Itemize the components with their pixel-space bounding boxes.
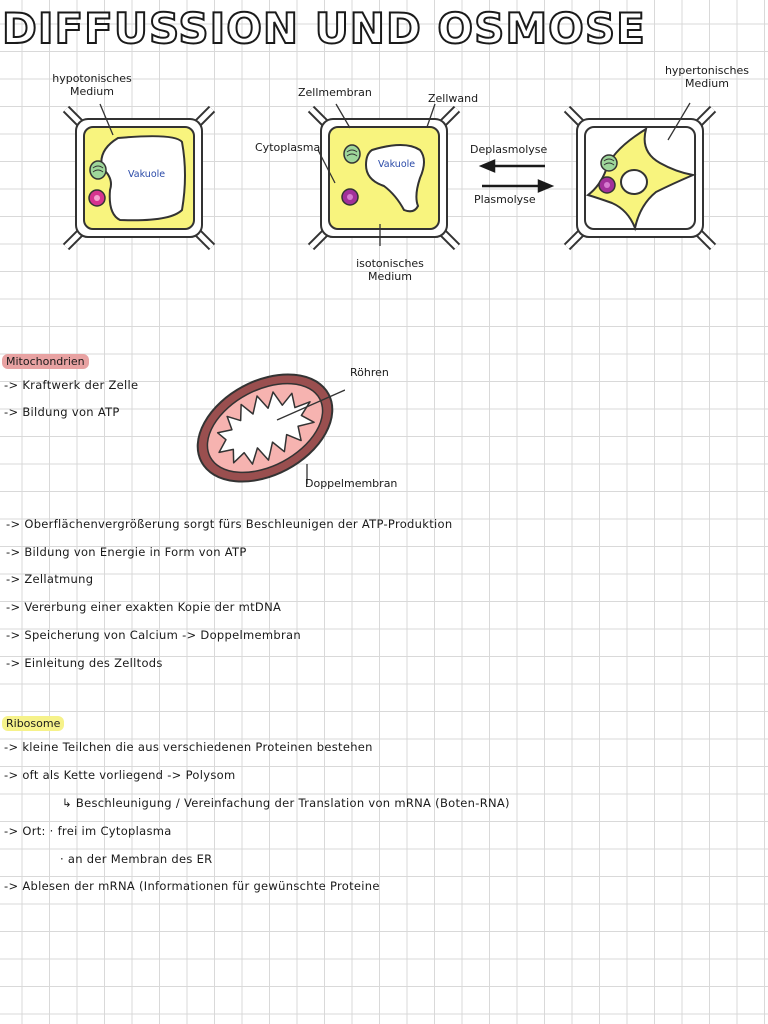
- plasmolysis-arrows: [478, 159, 555, 193]
- mitochondrion-drawing: [196, 373, 345, 484]
- mito-list-4: -> Vererbung einer exakten Kopie der mtD…: [6, 600, 282, 614]
- label-hypertonic-line2: Medium: [685, 77, 729, 90]
- ribo-line-6: -> Ablesen der mRNA (Informationen für g…: [4, 879, 380, 893]
- label-plasmolysis: Plasmolyse: [474, 193, 536, 206]
- mito-list-1: -> Oberflächenvergrößerung sorgt fürs Be…: [6, 517, 453, 531]
- mito-heading: Mitochondrien: [2, 354, 89, 369]
- ribo-line-4: -> Ort: · frei im Cytoplasma: [4, 824, 172, 838]
- cell-hypotonic: [62, 103, 216, 251]
- label-double-membrane: Doppelmembran: [305, 477, 398, 490]
- label-hypotonic-line2: Medium: [70, 85, 114, 98]
- label-hypertonic-line1: hypertonisches: [664, 64, 750, 77]
- ribo-heading-wrap: Ribosome: [2, 712, 65, 731]
- page-title: DIFFUSSION UND OSMOSE: [1, 3, 646, 54]
- label-hypertonic: hypertonisches Medium: [652, 64, 762, 90]
- ribo-line-5: · an der Membran des ER: [60, 852, 213, 866]
- mito-point-2: -> Bildung von ATP: [4, 405, 120, 419]
- arrow-left-icon: [478, 159, 496, 173]
- mito-list-6: -> Einleitung des Zelltods: [6, 656, 163, 670]
- label-vacuole-2: Vakuole: [378, 159, 416, 170]
- label-vacuole-1: Vakuole: [128, 169, 166, 180]
- mito-list-5: -> Speicherung von Calcium -> Doppelmemb…: [6, 628, 301, 642]
- label-cell-membrane: Zellmembran: [298, 86, 372, 99]
- label-isotonic: isotonisches Medium: [338, 257, 442, 283]
- label-cytoplasm: Cytoplasma: [255, 141, 321, 154]
- label-hypotonic: hypotonisches Medium: [40, 72, 144, 98]
- mito-list-3: -> Zellatmung: [6, 572, 94, 586]
- label-cell-wall: Zellwand: [428, 92, 479, 105]
- ribo-line-1: -> kleine Teilchen die aus verschiedenen…: [4, 740, 373, 754]
- ribo-line-2: -> oft als Kette vorliegend -> Polysom: [4, 768, 236, 782]
- label-isotonic-line2: Medium: [368, 270, 412, 283]
- label-hypotonic-line1: hypotonisches: [52, 72, 132, 85]
- label-deplasmolysis: Deplasmolyse: [470, 143, 548, 156]
- ribo-heading: Ribosome: [2, 716, 65, 731]
- label-isotonic-line1: isotonisches: [356, 257, 424, 270]
- osmosis-diagram: [62, 102, 717, 251]
- label-tubes: Röhren: [350, 366, 389, 379]
- cell-isotonic: [307, 103, 461, 251]
- ribo-line-3: ↳ Beschleunigung / Vereinfachung der Tra…: [62, 796, 510, 810]
- mito-list-2: -> Bildung von Energie in Form von ATP: [6, 545, 247, 559]
- cell-hypertonic: [563, 102, 717, 251]
- mito-heading-wrap: Mitochondrien: [2, 350, 89, 369]
- arrow-right-icon: [537, 179, 555, 193]
- mito-point-1: -> Kraftwerk der Zelle: [4, 378, 139, 392]
